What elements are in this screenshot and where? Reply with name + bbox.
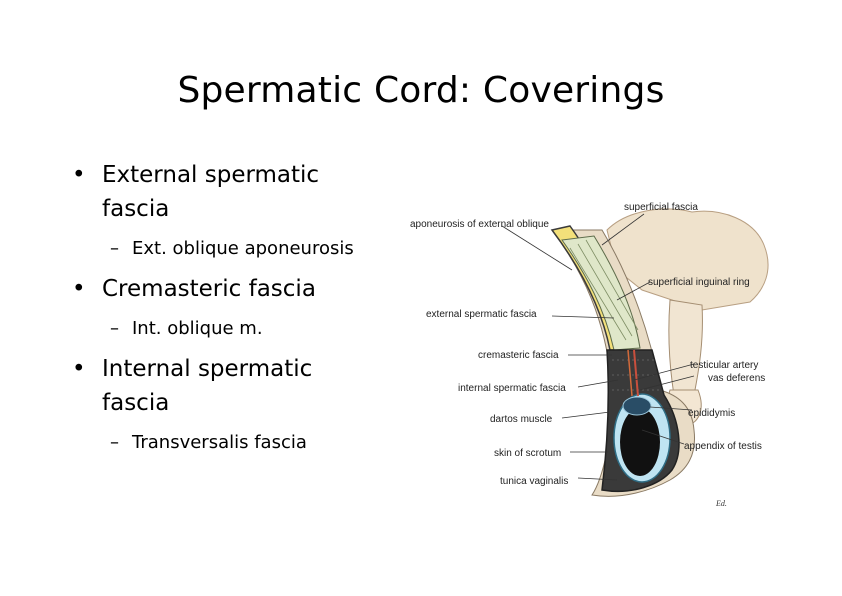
bullet-dot: • [72, 276, 86, 302]
label-appendix-of-testis: appendix of testis [684, 441, 762, 452]
anatomy-illustration: superficial fascia aponeurosis of extern… [410, 202, 769, 508]
testicular-artery [627, 349, 633, 397]
bullet-text-line2: fascia [102, 196, 170, 222]
superficial-fascia-tissue [606, 208, 769, 311]
artist-signature: Ed. [715, 499, 727, 508]
vas-deferens [633, 349, 639, 397]
label-internal-spermatic-fascia: internal spermatic fascia [458, 383, 566, 394]
bullet-text-line1: Cremasteric fascia [102, 276, 316, 302]
label-testicular-artery: testicular artery [690, 360, 758, 371]
sub-bullet-dash: – [110, 238, 119, 259]
label-vas-deferens: vas deferens [708, 373, 765, 384]
label-aponeurosis: aponeurosis of external oblique [410, 219, 549, 230]
sub-bullet-item: – Ext. oblique aponeurosis [72, 236, 392, 262]
sub-bullet-dash: – [110, 432, 119, 453]
sub-bullet-item: – Int. oblique m. [72, 316, 392, 342]
sub-bullet-item: – Transversalis fascia [72, 430, 392, 456]
testis [620, 408, 660, 476]
bullet-text-line1: External spermatic [102, 162, 320, 188]
bullet-item: • External spermatic fascia [72, 158, 392, 226]
label-tunica-vaginalis: tunica vaginalis [500, 476, 568, 487]
label-dartos-muscle: dartos muscle [490, 414, 553, 425]
label-superficial-fascia: superficial fascia [624, 202, 698, 213]
label-cremasteric-fascia: cremasteric fascia [478, 350, 559, 361]
slide-title: Spermatic Cord: Coverings [177, 70, 665, 111]
bullet-item: • Internal spermatic fascia [72, 352, 392, 420]
penis-shaft [668, 299, 703, 396]
label-superficial-inguinal-ring: superficial inguinal ring [648, 277, 750, 288]
bullet-text-line2: fascia [102, 390, 170, 416]
bullet-item: • Cremasteric fascia [72, 272, 392, 306]
label-external-spermatic-fascia: external spermatic fascia [426, 309, 537, 320]
epididymis [622, 396, 652, 416]
sub-bullet-text: Transversalis fascia [132, 432, 307, 453]
bullet-dot: • [72, 356, 86, 382]
bullet-list: • External spermatic fascia – Ext. obliq… [72, 158, 392, 466]
label-epididymis: epididymis [688, 408, 735, 419]
bullet-dot: • [72, 162, 86, 188]
sub-bullet-text: Ext. oblique aponeurosis [132, 238, 354, 259]
sub-bullet-dash: – [110, 318, 119, 339]
sub-bullet-text: Int. oblique m. [132, 318, 263, 339]
label-skin-of-scrotum: skin of scrotum [494, 448, 561, 459]
bullet-text-line1: Internal spermatic [102, 356, 313, 382]
cremaster-muscle [561, 235, 641, 351]
